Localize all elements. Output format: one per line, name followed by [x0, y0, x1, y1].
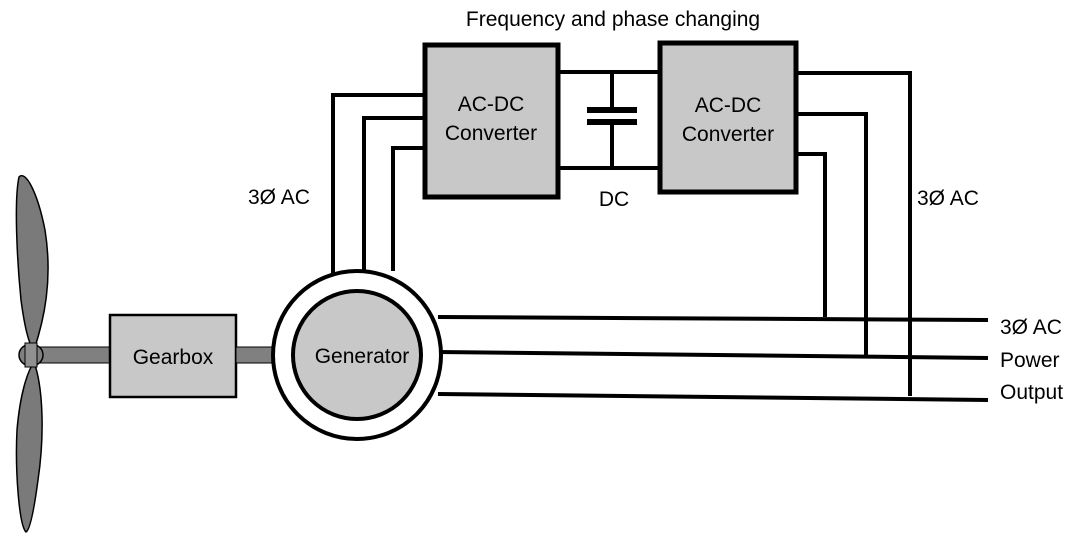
rotor-line-3: [391, 146, 425, 271]
converter-left-label-line2: Converter: [445, 122, 537, 145]
ac-left-label: 3Ø AC: [248, 186, 310, 209]
diagram-title: Frequency and phase changing: [466, 8, 760, 31]
gearbox-block: [108, 313, 238, 399]
dc-label: DC: [599, 188, 629, 211]
turbine-hub-collar: [24, 342, 38, 368]
output-line-3: [437, 392, 989, 402]
rotor-ac-lines: [331, 93, 425, 285]
dc-link: [558, 70, 660, 170]
converter-right-label-line1: AC-DC: [695, 94, 762, 117]
converter-line-3: [796, 152, 827, 317]
output-line-1: [437, 315, 989, 322]
converter-line-2: [796, 112, 868, 355]
output-label-line3: Output: [1000, 381, 1063, 404]
converter-left-block: [422, 42, 561, 200]
generator-rotor: [291, 289, 423, 421]
rotor-line-1: [331, 93, 425, 285]
converter-line-1: [796, 71, 912, 396]
output-label-line1: 3Ø AC: [1000, 316, 1062, 339]
gearbox-label: Gearbox: [133, 346, 214, 369]
converter-right-block: [657, 40, 799, 195]
stator-output-lines: [437, 315, 989, 402]
turbine-blade-upper: [15, 174, 49, 352]
converter-ac-lines: [796, 71, 912, 396]
turbine-blade-lower: [15, 360, 43, 533]
converter-right-label-line2: Converter: [682, 123, 774, 146]
ac-right-label: 3Ø AC: [917, 187, 979, 210]
generator-label: Generator: [315, 345, 410, 368]
output-line-2: [437, 350, 989, 360]
turbine-shaft: [39, 346, 113, 364]
converter-left-label-line1: AC-DC: [458, 93, 525, 116]
output-label-line2: Power: [1000, 349, 1060, 372]
turbine-rotor: [15, 174, 113, 533]
rotor-line-2: [362, 116, 425, 273]
